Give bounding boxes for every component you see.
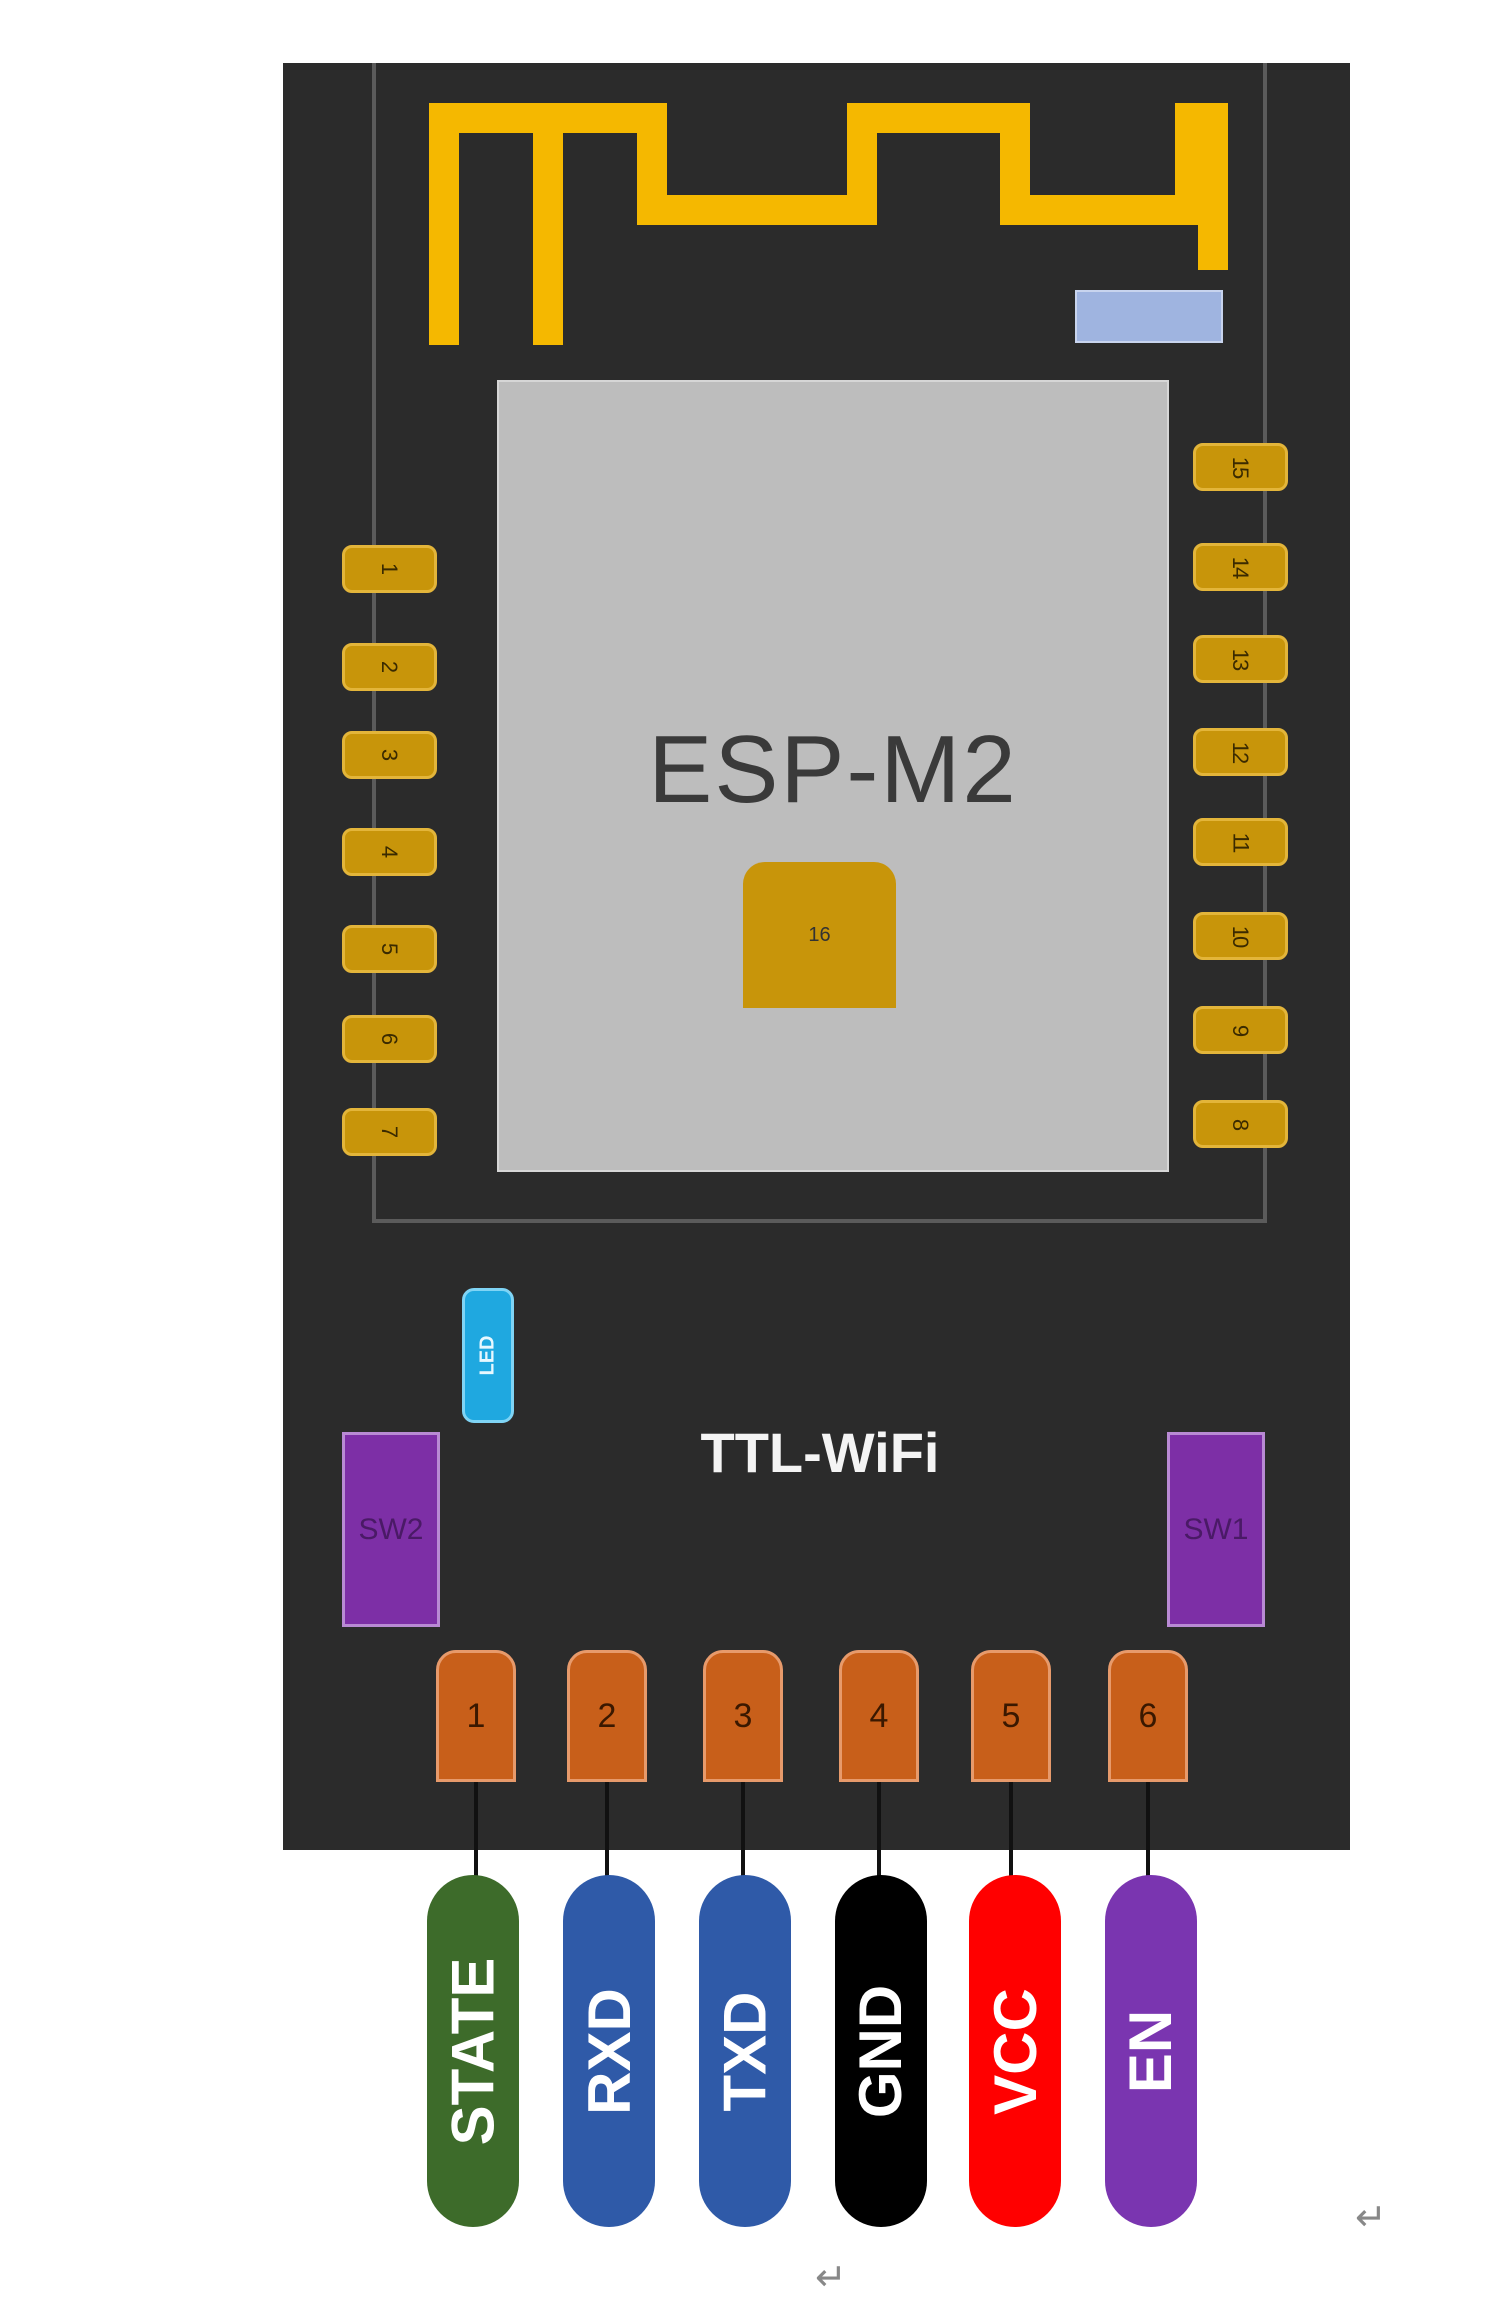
pin-label-vcc: VCC [969,1875,1061,2227]
pin-label-state: STATE [427,1875,519,2227]
right-pad-label: 14 [1228,556,1254,578]
left-pad: 5 [342,925,437,973]
led-label: LED [476,1335,499,1376]
right-pad: 14 [1193,543,1288,591]
header-pin-number: 2 [597,1696,617,1735]
left-pad-label: 5 [377,942,403,956]
center-pad-label: 16 [808,923,831,946]
left-pad-label: 2 [377,660,403,674]
left-pad: 2 [342,643,437,691]
header-pin-number: 1 [466,1696,486,1735]
pin-label-text: EN [1117,2009,1185,2093]
pin-label-en: EN [1105,1875,1197,2227]
right-pad: 13 [1193,635,1288,683]
right-pad: 9 [1193,1006,1288,1054]
switch-sw1: SW1 [1167,1432,1265,1627]
header-pin-number: 4 [869,1696,889,1735]
return-mark: ↵ [1355,2197,1387,2239]
pin-label-gnd: GND [835,1875,927,2227]
pin-label-text: VCC [981,1987,1049,2115]
right-pad-label: 9 [1228,1024,1254,1036]
pin-wire [474,1782,478,1877]
header-pin: 3 [703,1650,783,1782]
right-pad: 12 [1193,728,1288,776]
module-name: TTL-WiFi [700,1421,940,1484]
pin-label-txd: TXD [699,1875,791,2227]
left-pad: 4 [342,828,437,876]
right-pad-label: 15 [1228,456,1254,478]
header-pin-number: 6 [1138,1696,1158,1735]
header-pin: 1 [436,1650,516,1782]
right-pad-label: 10 [1228,925,1254,947]
pin-wire [741,1782,745,1877]
header-pin-number: 3 [733,1696,753,1735]
pin-label-text: TXD [711,1991,779,2111]
left-pad-label: 3 [377,748,403,762]
pin-wire [877,1782,881,1877]
right-pad-label: 8 [1228,1118,1254,1130]
antenna-trace [429,103,1228,345]
right-pad: 15 [1193,443,1288,491]
right-pad: 8 [1193,1100,1288,1148]
pin-label-rxd: RXD [563,1875,655,2227]
header-pin: 4 [839,1650,919,1782]
status-led: LED [462,1288,514,1423]
left-pad: 7 [342,1108,437,1156]
header-pin: 6 [1108,1650,1188,1782]
esp-chip [497,380,1169,1172]
left-pad: 3 [342,731,437,779]
pin-wire [605,1782,609,1877]
left-pad-label: 1 [377,562,403,576]
right-pad: 10 [1193,912,1288,960]
header-pin: 2 [567,1650,647,1782]
right-pad-label: 11 [1228,832,1254,852]
chip-label: ESP-M2 [648,716,1018,823]
pin-wire [1009,1782,1013,1877]
pin-wire [1146,1782,1150,1877]
left-pad: 6 [342,1015,437,1063]
left-pad-label: 4 [377,845,403,859]
header-pin: 5 [971,1650,1051,1782]
left-pad-label: 7 [377,1125,403,1139]
return-mark: ↵ [815,2257,847,2299]
center-pad: 16 [743,862,896,1008]
header-pin-number: 5 [1001,1696,1021,1735]
left-pad: 1 [342,545,437,593]
pin-label-text: RXD [575,1987,643,2115]
pcb-antenna [429,103,1228,345]
pin-label-text: STATE [439,1957,507,2145]
left-pad-label: 6 [377,1032,403,1046]
switch-label: SW2 [358,1512,424,1546]
right-pad: 11 [1193,818,1288,866]
switch-sw2: SW2 [342,1432,440,1627]
right-pad-label: 12 [1228,741,1254,763]
smd-component [1075,290,1223,343]
right-pad-label: 13 [1228,648,1254,670]
pin-label-text: GND [847,1984,915,2118]
switch-label: SW1 [1183,1512,1249,1546]
